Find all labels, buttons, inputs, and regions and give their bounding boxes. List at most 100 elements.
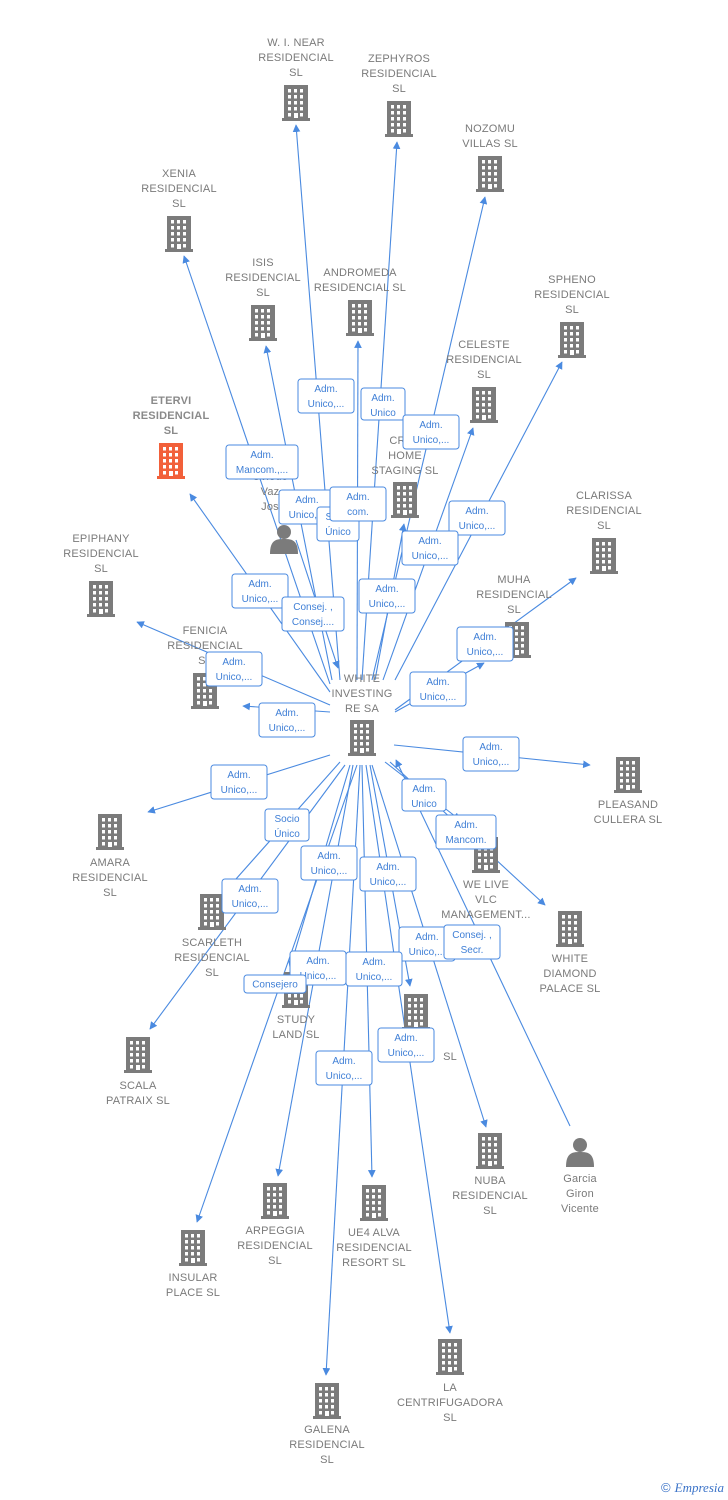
relation-label[interactable]: Adm.Unico,...	[297, 378, 355, 414]
relation-label[interactable]: Adm.Unico,...	[358, 578, 416, 614]
relation-label[interactable]: Adm.Unico,...	[377, 1027, 435, 1063]
relation-label[interactable]: Consej. ,Secr.	[443, 924, 501, 960]
empresia-logo[interactable]: Empresia	[674, 1480, 724, 1495]
node-label-insular-line: PLACE SL	[166, 1287, 220, 1299]
building-icon[interactable]	[590, 538, 618, 574]
person-icon[interactable]	[270, 525, 298, 554]
node-label-andromeda-line: ANDROMEDA	[323, 267, 397, 279]
node-label-nozomu-line: NOZOMU	[465, 123, 515, 135]
relation-label[interactable]: Adm.Unico	[401, 778, 447, 812]
relation-label[interactable]: Adm.Unico,...	[221, 878, 279, 914]
relation-label[interactable]: Adm.Unico,...	[462, 736, 520, 772]
building-icon[interactable]	[402, 994, 430, 1030]
building-icon[interactable]	[476, 1133, 504, 1169]
building-icon[interactable]	[360, 1185, 388, 1221]
node-label-amara-line: SL	[103, 887, 117, 899]
building-icon[interactable]	[124, 1037, 152, 1073]
building-icon[interactable]	[96, 814, 124, 850]
node-label-pleasand-line: CULLERA SL	[594, 814, 663, 826]
building-icon[interactable]	[249, 305, 277, 341]
relation-label-box	[443, 924, 501, 960]
relation-label[interactable]: Adm.Unico,...	[409, 671, 467, 707]
building-icon[interactable]	[470, 387, 498, 423]
node-label-ue4-line: UE4 ALVA	[348, 1227, 400, 1239]
relation-label-line: Adm.	[426, 677, 449, 688]
relation-label[interactable]: Adm.Unico,...	[258, 702, 316, 738]
relation-label-line: Unico,...	[269, 723, 306, 734]
relation-label[interactable]: Consej. ,Consej....	[281, 596, 345, 632]
relation-label-line: Unico,...	[289, 510, 326, 521]
relation-label[interactable]: Adm.Unico,...	[401, 530, 459, 566]
relation-label-line: Unico,...	[412, 551, 449, 562]
building-icon[interactable]	[436, 1339, 464, 1375]
relation-label-text: Adm.Mancom.	[445, 820, 486, 846]
relation-label[interactable]: Adm.Unico,...	[315, 1050, 373, 1086]
building-icon[interactable]	[261, 1183, 289, 1219]
relation-label-text: Consejero	[252, 980, 298, 991]
node-label-galena-line: GALENA	[304, 1424, 350, 1436]
building-icon[interactable]	[165, 216, 193, 252]
node-label-etervi-line: SL	[164, 425, 179, 437]
node-label-fenicia-line: FENICIA	[183, 625, 228, 637]
relation-label-box	[243, 974, 307, 994]
relation-label-text: Consej. ,Consej....	[292, 602, 334, 628]
node-label-studyland-line: LAND SL	[272, 1029, 319, 1041]
relation-label-line: Adm.	[479, 742, 502, 753]
building-icon[interactable]	[385, 101, 413, 137]
building-icon[interactable]	[614, 757, 642, 793]
relation-label-text: Consej. ,Secr.	[452, 930, 491, 956]
building-icon[interactable]	[346, 300, 374, 336]
relation-label[interactable]: Adm.Mancom.,...	[225, 444, 299, 480]
relation-label[interactable]: Adm.Unico,...	[205, 651, 263, 687]
relation-label[interactable]: Consejero	[243, 974, 307, 994]
relation-label[interactable]: Adm.Unico,...	[231, 573, 289, 609]
building-icon[interactable]	[198, 894, 226, 930]
building-icon[interactable]	[558, 322, 586, 358]
relation-label-text: Adm.Unico,...	[467, 632, 504, 658]
center-node-label-line: INVESTING	[331, 688, 392, 700]
building-icon[interactable]	[556, 911, 584, 947]
person-icon[interactable]	[566, 1138, 594, 1167]
relation-label[interactable]: Adm.Unico,...	[456, 626, 514, 662]
building-icon[interactable]	[179, 1230, 207, 1266]
building-icon[interactable]	[391, 482, 419, 518]
relation-label[interactable]: Adm.Unico,...	[210, 764, 268, 800]
relation-label-box	[205, 651, 263, 687]
building-icon[interactable]	[313, 1383, 341, 1419]
node-label-scala-line: PATRAIX SL	[106, 1095, 170, 1107]
building-icon[interactable]	[157, 443, 185, 479]
building-icon[interactable]	[476, 156, 504, 192]
node-label-spheno-line: SPHENO	[548, 274, 596, 286]
relation-label[interactable]: Adm.Unico,...	[300, 845, 358, 881]
building-icon[interactable]	[87, 581, 115, 617]
relation-label[interactable]: Adm.Unico	[360, 387, 406, 421]
center-node-label-line: WHITE	[344, 673, 380, 685]
relation-label[interactable]: Adm.Unico,...	[402, 414, 460, 450]
node-label-etervi-line: RESIDENCIAL	[133, 410, 210, 422]
node-label-nozomu-line: VILLAS SL	[462, 138, 518, 150]
node-label-muha-line: RESIDENCIAL	[476, 589, 552, 601]
relation-label[interactable]: Adm.com.	[329, 486, 387, 522]
relation-label-box	[401, 778, 447, 812]
node-label-garcia-line: Garcia	[563, 1173, 597, 1185]
building-icon[interactable]	[348, 720, 376, 756]
node-label-oviedo-line: Vaz	[261, 486, 280, 498]
node-label-epiphany-line: RESIDENCIAL	[63, 548, 139, 560]
node-label-sl1-line: SL	[443, 1051, 457, 1063]
relation-label[interactable]: Adm.Unico,...	[448, 500, 506, 536]
node-label-ue4-line: RESIDENCIAL	[336, 1242, 412, 1254]
node-label-garcia-line: Giron	[566, 1188, 594, 1200]
relation-label[interactable]: Adm.Unico,...	[345, 951, 403, 987]
building-icon[interactable]	[282, 85, 310, 121]
relation-label[interactable]: Adm.Mancom.	[435, 814, 497, 850]
relation-label[interactable]: Adm.Unico,...	[359, 856, 417, 892]
relation-label-text: Adm.Mancom.,...	[236, 450, 288, 476]
